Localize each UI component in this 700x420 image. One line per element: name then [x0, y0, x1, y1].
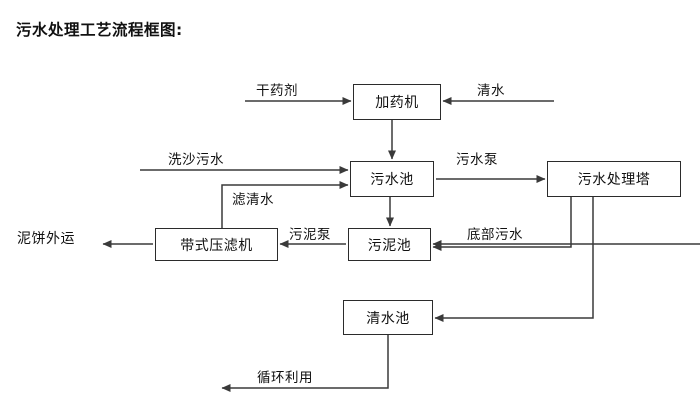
edge-label-bottom-sewage: 底部污水 [467, 227, 523, 243]
terminal-label-mud-cake-out: 泥饼外运 [17, 231, 75, 247]
node-clear-water-pool[interactable]: 清水池 [343, 300, 433, 335]
node-label: 污泥池 [367, 237, 412, 254]
node-sludge-pool[interactable]: 污泥池 [348, 228, 431, 261]
connector-tower-to-clear-water-pool [434, 197, 594, 322]
page-title: 污水处理工艺流程框图: [16, 21, 183, 39]
edge-label-clean-water-in: 清水 [477, 83, 505, 99]
node-label: 污水处理塔 [577, 172, 651, 188]
node-dosing-machine[interactable]: 加药机 [353, 84, 441, 120]
edge-label-sewage-pump: 污水泵 [456, 152, 498, 168]
node-sewage-pool[interactable]: 污水池 [350, 161, 434, 197]
node-label: 清水池 [366, 310, 410, 327]
edge-label-recycle-use: 循环利用 [257, 370, 313, 386]
edge-label-sludge-pump: 污泥泵 [289, 227, 331, 243]
edge-label-sand-wash-sewage: 洗沙污水 [168, 152, 224, 168]
node-label: 污水池 [370, 172, 414, 188]
edge-label-filtrate-water: 滤清水 [232, 192, 274, 208]
node-label: 加药机 [375, 95, 419, 111]
node-belt-filter-press[interactable]: 带式压滤机 [155, 228, 278, 261]
node-label: 带式压滤机 [180, 237, 253, 254]
edge-label-dry-reagent: 干药剂 [256, 83, 298, 99]
node-treatment-tower[interactable]: 污水处理塔 [547, 161, 681, 197]
